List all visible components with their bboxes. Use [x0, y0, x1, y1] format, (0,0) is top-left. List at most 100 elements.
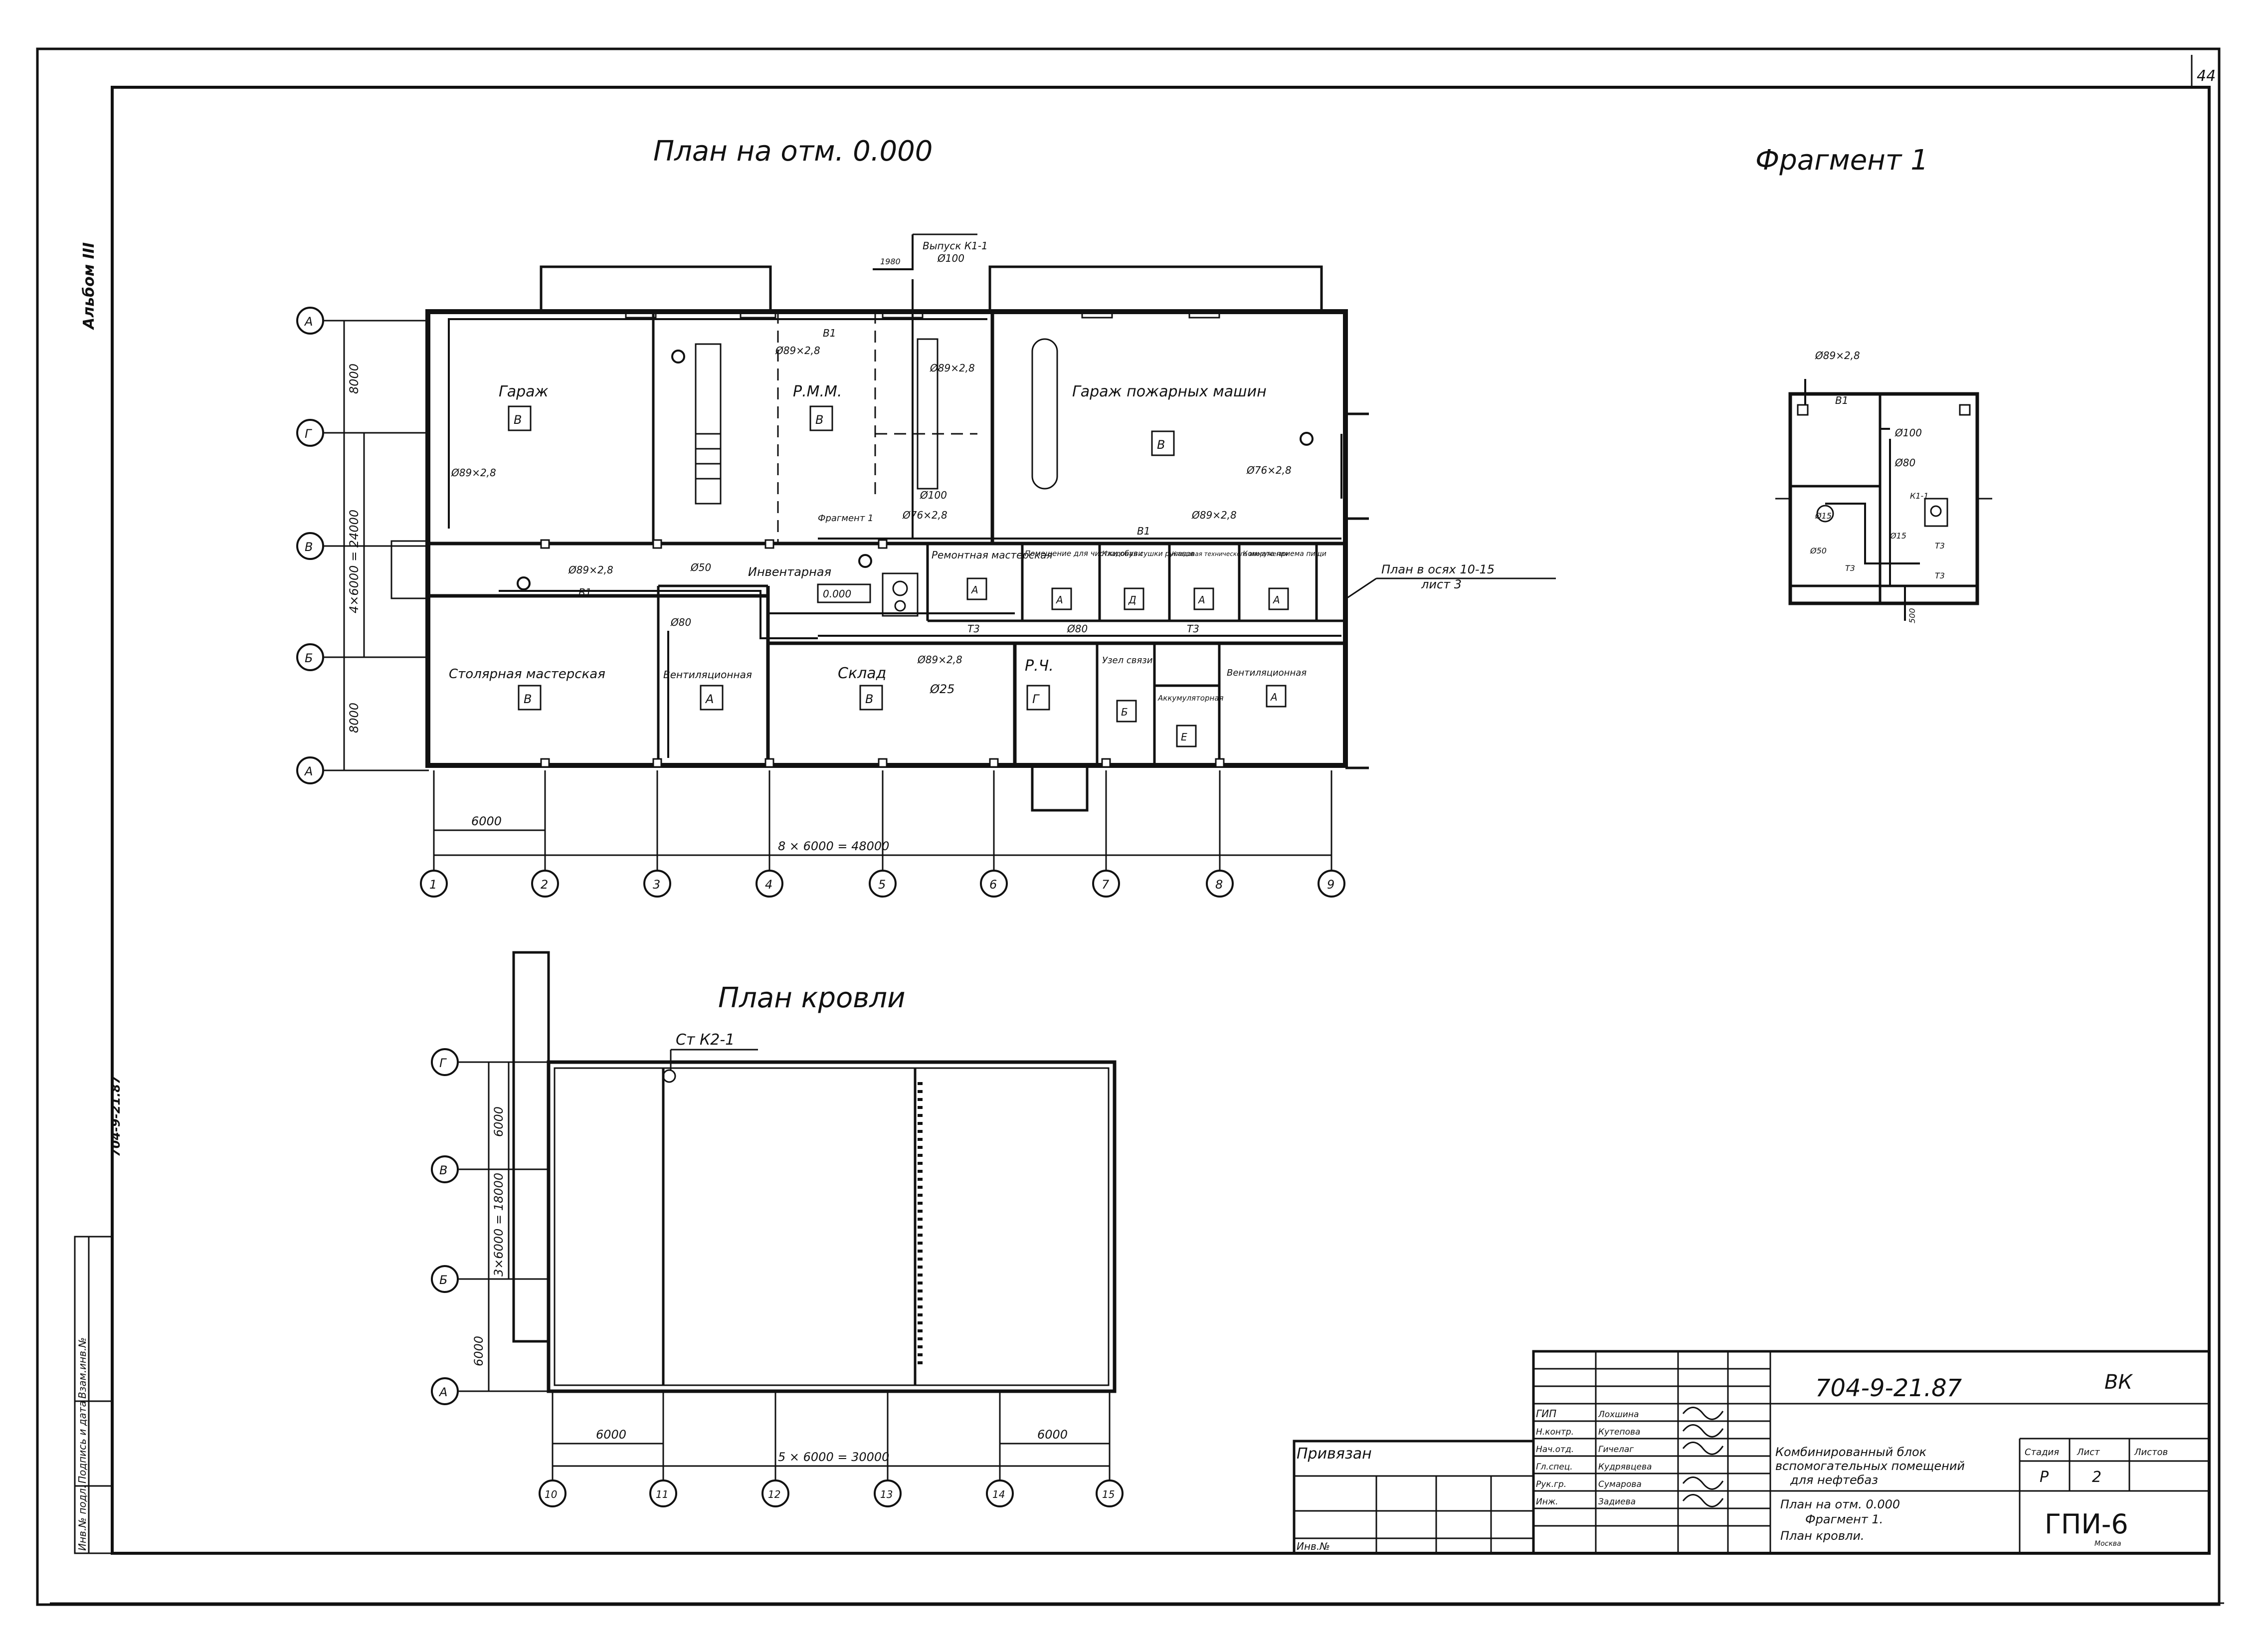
page-number: 44 — [2197, 67, 2216, 85]
room-rch: Р.Ч. — [1025, 657, 1054, 675]
tb-mark: ВК — [2104, 1371, 2133, 1394]
room-repair: Ремонтная мастерская — [932, 549, 1053, 561]
roof-axis-11: 11 — [656, 1488, 668, 1500]
tb-name-5: Задиева — [1598, 1497, 1636, 1507]
room-garage: Гараж — [499, 383, 549, 400]
label-ref-note: План в осях 10-15 — [1381, 562, 1495, 576]
room-garage-cat: В — [514, 413, 522, 427]
frag-label-4: Ø80 — [1894, 457, 1915, 469]
plan-dim-total: 8 × 6000 = 48000 — [778, 839, 889, 853]
title-block: 704-9-21.87 ВК Привязан Инв.№ ГИП Н.конт… — [1293, 1350, 2211, 1555]
room-fire-garage-cat: В — [1157, 438, 1165, 452]
room-acc-cat: Е — [1181, 731, 1187, 743]
frag-label-1: Ø89×2,8 — [1815, 350, 1860, 362]
album-label: Альбом III — [80, 242, 98, 330]
axis-b: Б — [305, 651, 313, 665]
tb-name-4: Сумарова — [1598, 1479, 1642, 1489]
pipe-label-3: Ø89×2,8 — [451, 467, 496, 479]
plan-axes-left: 8000 4×6000 = 24000 8000 А Г В Б А — [296, 307, 429, 784]
pipe-label-11: Ø80 — [670, 616, 691, 628]
plan-dim-span: 6000 — [471, 814, 502, 828]
signature-2 — [1682, 1442, 1724, 1455]
tb-project-1: Комбинированный блок — [1775, 1445, 1927, 1459]
roof-axis-13: 13 — [880, 1488, 893, 1500]
frag-label-11: Т3 — [1935, 571, 1945, 580]
room-joinery: Столярная мастерская — [449, 667, 605, 682]
frag-label-9: Т3 — [1845, 563, 1855, 573]
axis-7: 7 — [1102, 878, 1110, 892]
roof-dim-left-3: 6000 — [472, 1336, 486, 1366]
plan-axes-bottom: 6000 8 × 6000 = 48000 1 2 3 4 5 6 7 8 9 — [420, 770, 1345, 898]
plan-dim-left-3: 8000 — [347, 703, 361, 733]
tb-project-2: вспомогательных помещений — [1775, 1459, 1965, 1473]
tb-name-3: Кудрявцева — [1598, 1462, 1652, 1472]
roof-stack: Ст К2-1 — [676, 1031, 735, 1049]
tb-sheet-title-1: План на отм. 0.000 — [1780, 1497, 1900, 1511]
room-store-cat: В — [865, 692, 873, 706]
tb-privyazan: Привязан — [1297, 1445, 1372, 1463]
roof-axis-12: 12 — [768, 1488, 780, 1500]
roof-dim-left-2: 3×6000 = 18000 — [492, 1173, 506, 1277]
pipe-labels: Ø89×2,8 Ø89×2,8 Ø89×2,8 Ø89×2,8 Ø89×2,8 … — [451, 240, 1556, 696]
axis-9: 9 — [1327, 878, 1334, 892]
tb-role-0: ГИП — [1536, 1408, 1556, 1420]
roof-axis-a: А — [438, 1385, 447, 1399]
roof-dim-bottom-1: 6000 — [596, 1428, 626, 1442]
room-food-cat: А — [1272, 594, 1280, 606]
tb-sheet-title-2: Фрагмент 1. — [1805, 1512, 1883, 1526]
roof-axis-14: 14 — [992, 1488, 1005, 1500]
room-comm: Узел связи — [1102, 655, 1153, 666]
frag-label-6: Ø15 — [1890, 531, 1906, 541]
tb-code: 704-9-21.87 — [1815, 1374, 1962, 1402]
frag-label-5: Ø15 — [1815, 511, 1832, 521]
room-comm-cat: Б — [1121, 706, 1128, 718]
pipe-label-6: Ø89×2,8 — [917, 654, 962, 666]
outlet-diameter: Ø100 — [937, 252, 964, 264]
roof-axis-b: Б — [439, 1273, 447, 1287]
room-rch-cat: Г — [1032, 692, 1040, 706]
room-fire-garage: Гараж пожарных машин — [1072, 383, 1267, 400]
roof-axis-15: 15 — [1102, 1488, 1115, 1500]
outlet-label: Выпуск К1-1 — [923, 240, 988, 252]
fragment-1: Ø89×2,8 В1 Ø100 Ø80 Ø15 Ø15 Ø50 К1-1 Т3 … — [1775, 350, 1992, 623]
signature-5 — [1682, 1494, 1724, 1507]
room-shoes: Помещение для чистки обуви — [1025, 549, 1143, 558]
axis-4: 4 — [765, 878, 772, 892]
axis-5: 5 — [878, 878, 886, 892]
side-stamp: Инв.№ подл. Подпись и дата Взам.инв.№ — [74, 1236, 113, 1554]
label-fragment-ref: Фрагмент 1 — [818, 513, 874, 524]
tb-sheet-h: Лист — [2077, 1447, 2100, 1458]
room-rmm-cat: В — [815, 413, 823, 427]
label-t3-1: Т3 — [967, 623, 980, 635]
tb-name-0: Лохшина — [1598, 1410, 1639, 1420]
room-acc: Аккумуляторная — [1157, 694, 1224, 703]
floor-plan — [390, 233, 1369, 812]
stamp-repl: Взам.инв.№ — [76, 1337, 88, 1399]
signature-1 — [1682, 1424, 1724, 1438]
stamp-sign: Подпись и дата — [76, 1401, 88, 1483]
tb-role-3: Гл.спец. — [1536, 1462, 1573, 1472]
frag-label-12: 500 — [1907, 608, 1917, 623]
axis-1: 1 — [429, 878, 437, 892]
signature-4 — [1682, 1476, 1724, 1490]
pipe-label-4: Ø89×2,8 — [568, 564, 613, 576]
label-b1-2: В1 — [578, 586, 591, 598]
room-vent-2-cat: А — [1270, 691, 1278, 703]
axis-v: В — [305, 540, 313, 554]
room-shoes-cat: А — [1055, 594, 1063, 606]
roof-dim-bottom-3: 6000 — [1037, 1428, 1068, 1442]
room-tech: Кладовая технического вооружения — [1172, 550, 1288, 557]
pipe-label-12: Ø25 — [930, 682, 954, 696]
pipe-label-5: Ø89×2,8 — [1191, 509, 1237, 521]
pipe-label-9: Ø100 — [920, 489, 947, 501]
tb-name-1: Кутепова — [1598, 1427, 1640, 1437]
tb-project-3: для нефтебаз — [1790, 1473, 1878, 1487]
frag-label-10: Т3 — [1935, 541, 1945, 550]
room-store: Склад — [838, 665, 886, 682]
side-code: 704-9-21.87 — [109, 1076, 123, 1157]
plan-title: План на отм. 0.000 — [653, 135, 933, 168]
tb-sheet-title-3: План кровли. — [1780, 1529, 1865, 1543]
room-hoses: Кладовая сушки рукавов — [1102, 550, 1195, 558]
label-mark: 0.000 — [823, 588, 851, 600]
